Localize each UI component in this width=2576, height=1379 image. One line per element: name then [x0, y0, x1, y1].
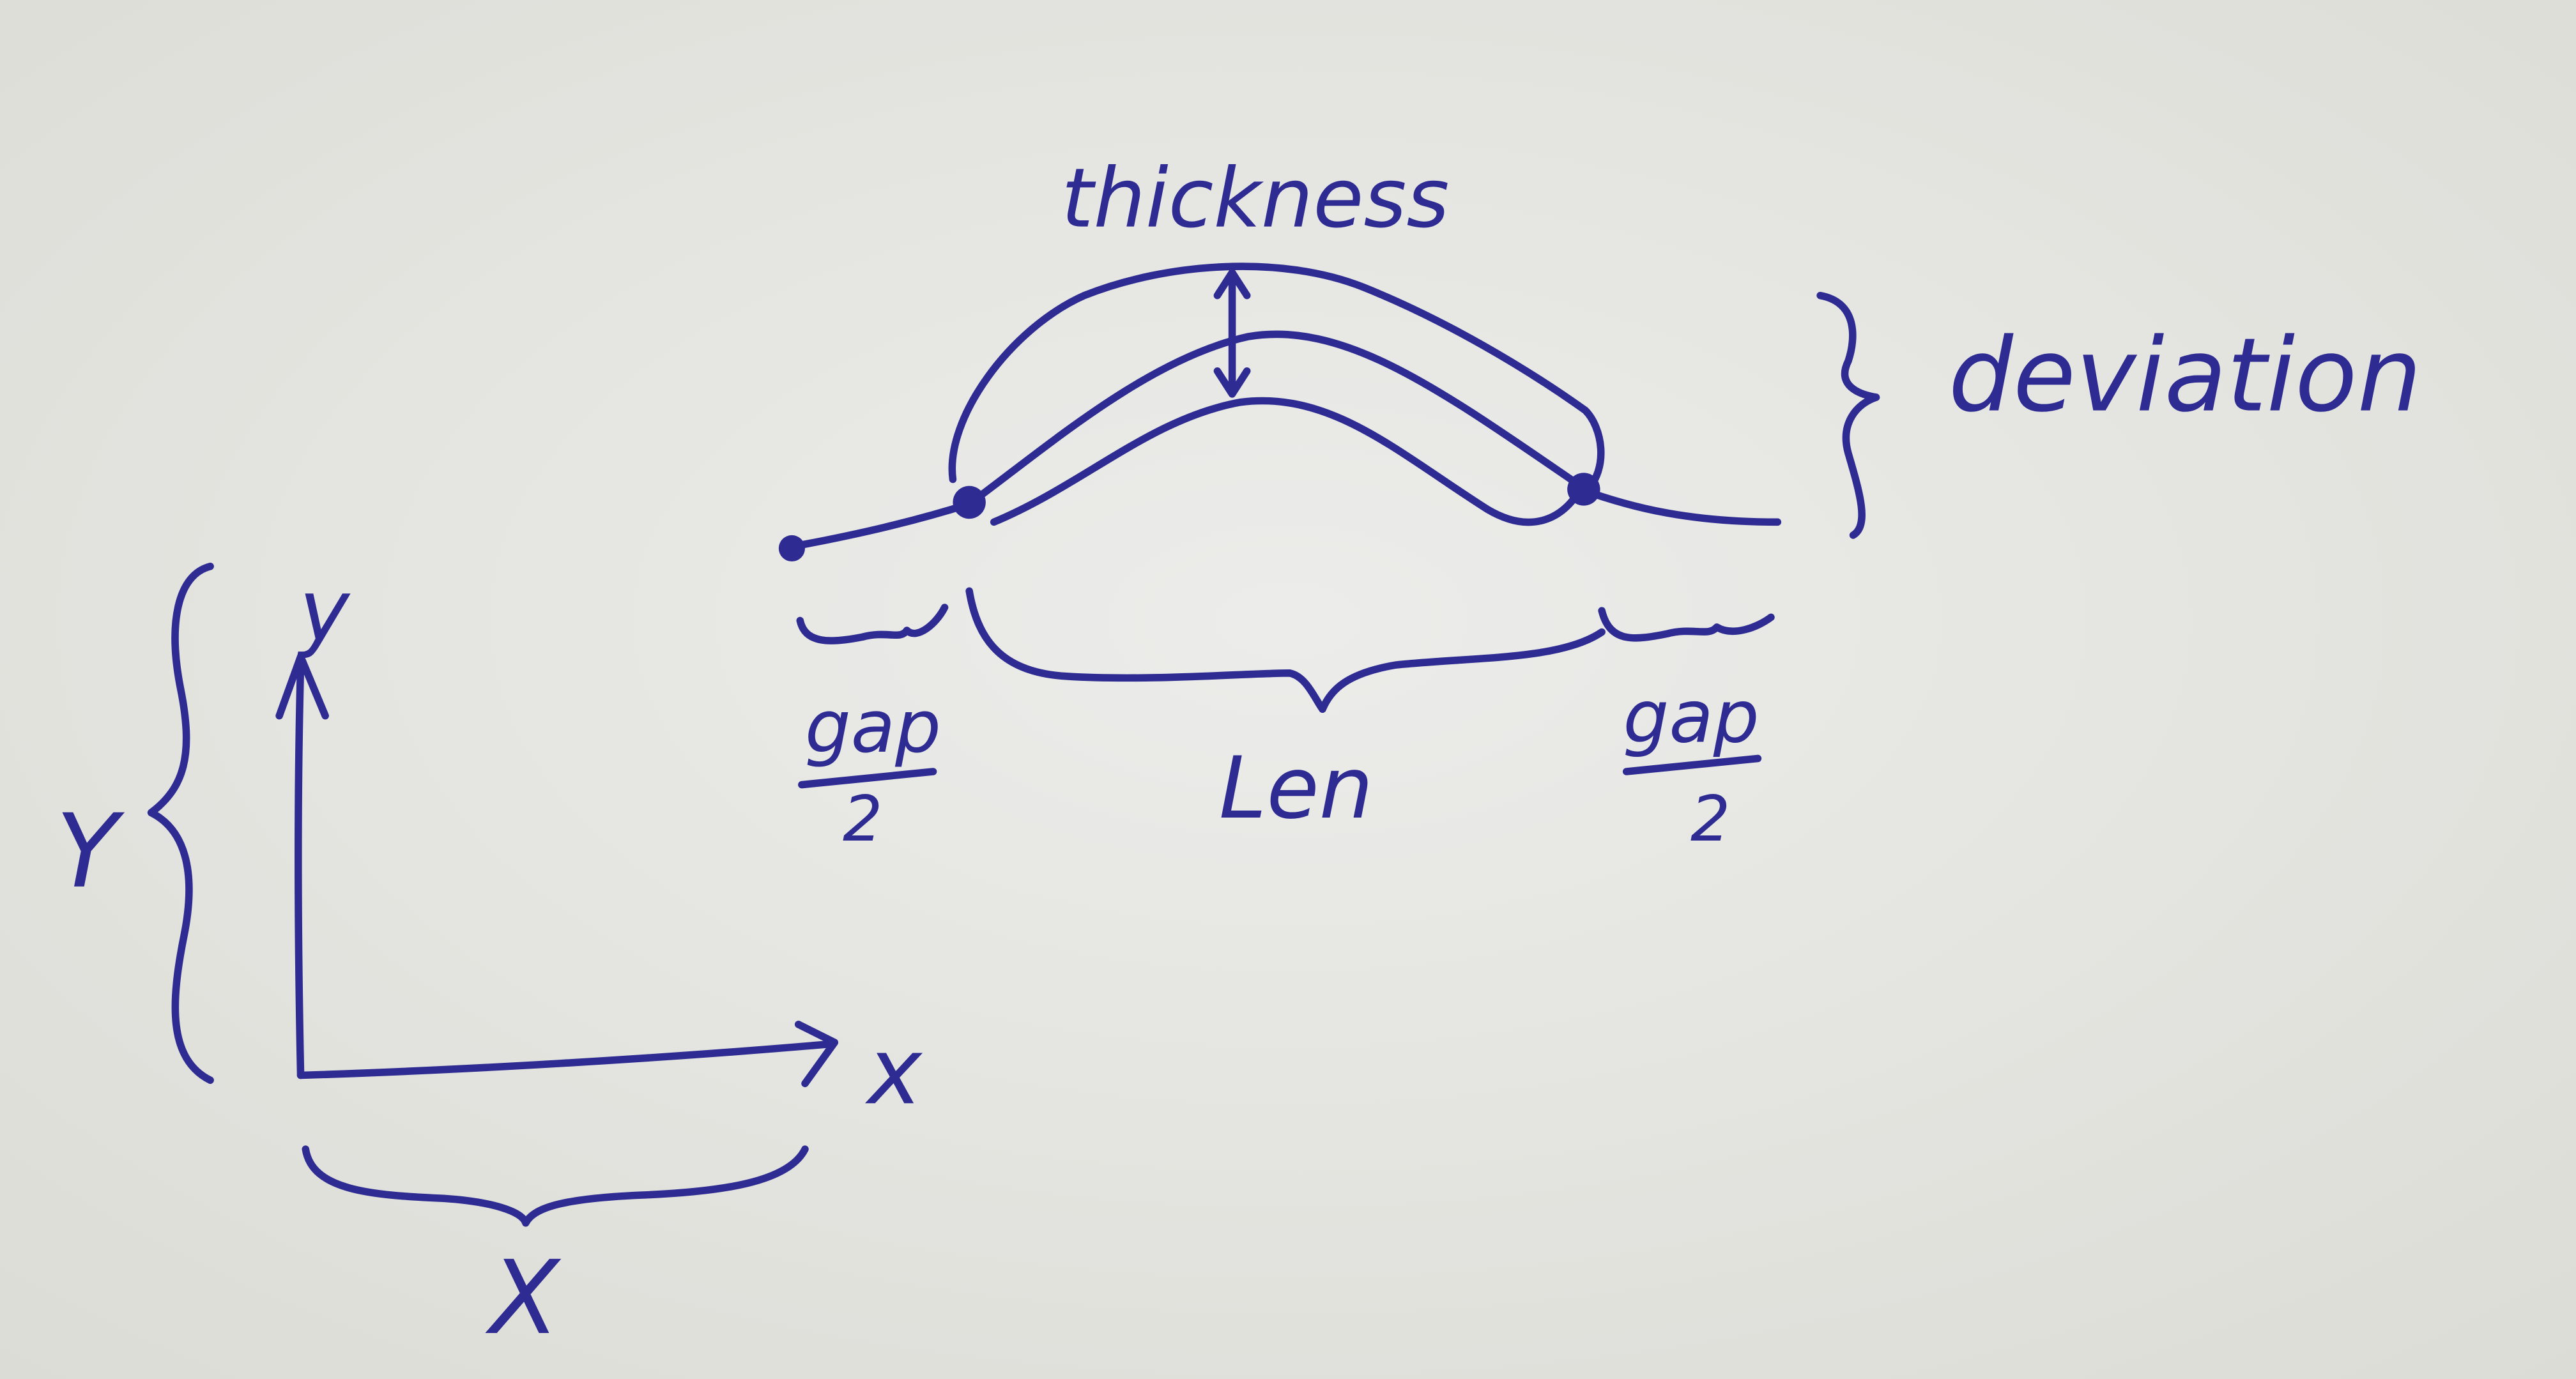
gap-right-fraction-bar — [1622, 754, 1762, 775]
thickness-arrow — [1213, 268, 1251, 398]
x-dimension-label: X — [485, 1238, 562, 1357]
gap-left-brace — [796, 604, 949, 644]
deviation-label: deviation — [1949, 316, 2422, 435]
start-point-dot — [778, 535, 805, 562]
len-brace — [965, 587, 1606, 713]
x-dimension-brace — [302, 1145, 809, 1227]
gap-left-label: gap — [805, 685, 941, 769]
beam-center-line — [965, 330, 1590, 508]
y-dimension-brace — [147, 562, 214, 1084]
gap-left-fraction-bar — [798, 768, 937, 789]
len-label: Len — [1219, 738, 1373, 838]
beam-outer-edge — [948, 263, 1605, 496]
gap-right-denominator: 2 — [1690, 783, 1730, 856]
deviation-brace — [1816, 291, 1880, 539]
thickness-label: thickness — [1061, 151, 1449, 247]
gap-right-brace — [1598, 607, 1775, 642]
x-axis-line — [296, 1040, 834, 1079]
gap-right-label: gap — [1623, 675, 1759, 759]
right-junction-dot — [1567, 473, 1600, 506]
left-junction-dot — [953, 485, 986, 519]
beam-inner-edge — [990, 397, 1584, 526]
x-axis-arrowhead — [794, 1021, 839, 1088]
x-axis-label: x — [865, 1017, 923, 1125]
y-axis-line — [294, 661, 305, 1079]
baseline-right-segment — [1576, 485, 1782, 526]
baseline-left-segment — [788, 500, 973, 551]
y-axis-arrowhead — [275, 653, 329, 720]
gap-left-denominator: 2 — [843, 783, 882, 856]
y-axis-label: y — [296, 561, 351, 660]
y-dimension-label: Y — [56, 792, 125, 911]
